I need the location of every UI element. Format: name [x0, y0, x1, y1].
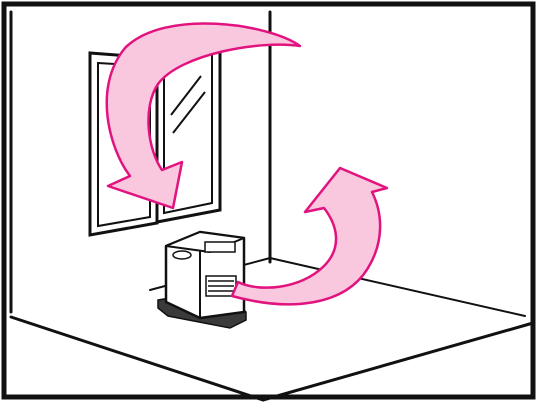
floor-edge-right — [261, 321, 535, 402]
room-edges — [9, 10, 535, 402]
floor-edge-left — [9, 315, 265, 402]
heater-vent — [205, 275, 237, 297]
heater-display — [204, 241, 236, 253]
fan-heater-icon — [157, 230, 247, 329]
floor-back-right — [269, 257, 526, 317]
airflow-arrow-up — [230, 166, 389, 306]
airflow-arrow-down — [105, 22, 302, 210]
window-glare-1 — [170, 75, 202, 116]
heater-fuel-cap — [172, 250, 192, 260]
window-glare-2 — [172, 91, 206, 134]
